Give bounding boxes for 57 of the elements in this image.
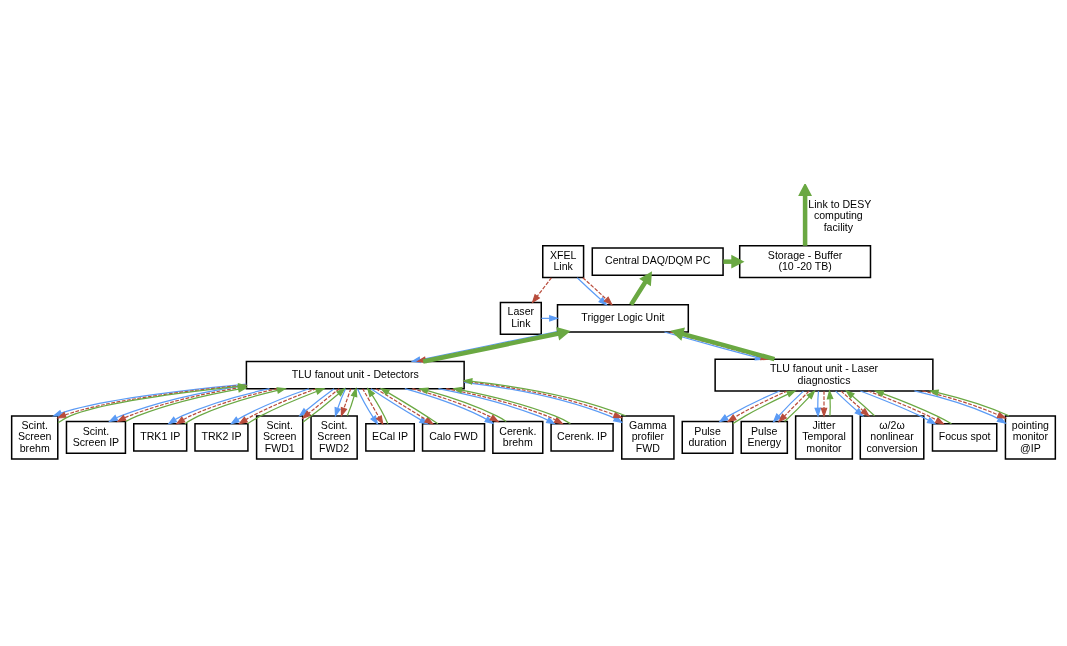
arrow xyxy=(237,388,317,425)
arrow xyxy=(362,388,384,426)
arrow xyxy=(845,389,876,417)
node-box: Scint. Screen FWD2 xyxy=(310,415,358,460)
node-box: Storage - Buffer (10 -20 TB) xyxy=(738,245,872,279)
arrow xyxy=(629,271,653,306)
node-box: Scint. Screen IP xyxy=(65,420,127,455)
node-box: Trigger Logic Unit xyxy=(556,304,690,333)
arrow xyxy=(859,390,937,425)
arrow xyxy=(184,387,287,425)
node-box: Pulse duration xyxy=(681,420,734,455)
arrow xyxy=(576,277,608,306)
arrow xyxy=(301,388,340,420)
arrow xyxy=(840,390,871,418)
arrow xyxy=(718,390,781,423)
arrow xyxy=(732,390,797,425)
arrow xyxy=(928,389,1010,417)
arrow xyxy=(334,388,347,418)
node-box: TLU fanout unit - Laser diagnostics xyxy=(714,358,934,392)
node-box: Focus spot xyxy=(931,423,998,452)
arrow xyxy=(356,388,379,426)
node-box: Central DAQ/DQM PC xyxy=(591,247,724,277)
node-box: Scint. Screen brehm xyxy=(10,415,59,460)
node-box: XFEL Link xyxy=(542,245,585,279)
arrow xyxy=(346,386,358,417)
node-box: TRK2 IP xyxy=(194,423,249,452)
node-box: ECal IP xyxy=(365,423,415,452)
arrow xyxy=(366,387,389,425)
arrow xyxy=(452,386,571,425)
arrow xyxy=(531,277,552,304)
node-box: ω/2ω nonlinear conversion xyxy=(859,415,925,460)
arrow xyxy=(835,390,865,417)
arrow xyxy=(826,389,834,417)
node-box: pointing monitor @IP xyxy=(1004,415,1057,460)
arrow xyxy=(921,390,1008,419)
arrow xyxy=(340,388,352,418)
arrow xyxy=(302,387,346,423)
arrow xyxy=(582,277,614,306)
arrow xyxy=(246,388,326,425)
node-box: TRK1 IP xyxy=(133,423,188,452)
node-box: Jitter Temporal monitor xyxy=(794,415,854,460)
node-box: Gamma profiler FWD xyxy=(621,415,675,460)
node-box: TLU fanout unit - Detectors xyxy=(245,360,465,390)
arrow xyxy=(873,390,953,425)
arrow xyxy=(814,390,822,418)
node-box: Laser Link xyxy=(499,301,542,335)
arrow xyxy=(867,390,946,425)
node-box: Calo FWD xyxy=(421,423,486,452)
node-box: Cerenk. brehm xyxy=(492,420,544,455)
arrow xyxy=(726,390,788,423)
arrow xyxy=(913,390,1007,424)
node-box: Scint. Screen FWD1 xyxy=(255,415,304,460)
node-box: Pulse Energy xyxy=(740,420,789,455)
edge-label: Link to DESY computing facility xyxy=(808,198,872,233)
arrow xyxy=(820,390,828,418)
arrow xyxy=(784,389,816,423)
node-box: Cerenk. IP xyxy=(550,423,614,452)
